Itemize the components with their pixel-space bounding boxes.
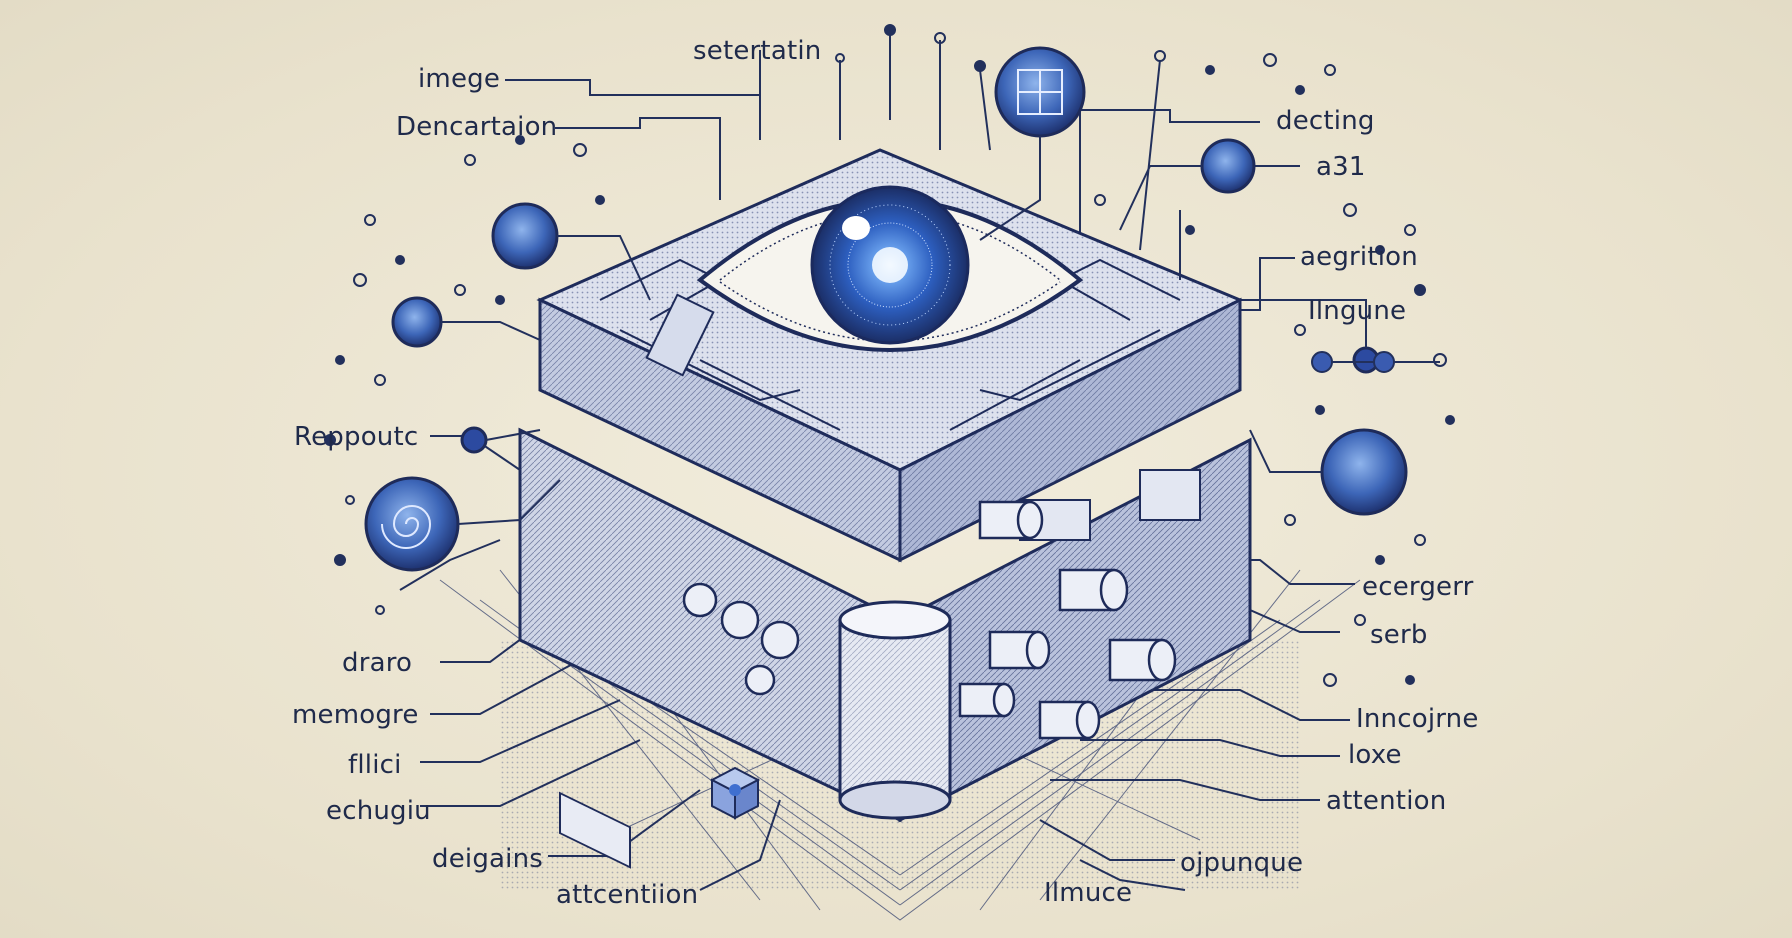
- node-icon: [1320, 428, 1408, 516]
- label-inncojrne: Inncojrne: [1356, 704, 1479, 734]
- node-chain: [1311, 351, 1440, 373]
- label-aegrition: aegrition: [1300, 242, 1418, 272]
- label-ilngune: Ilngune: [1308, 296, 1407, 326]
- node-icon: [460, 426, 488, 454]
- label-memogre: memogre: [292, 700, 419, 730]
- label-ilmuce: Ilmuce: [1044, 878, 1133, 908]
- label-reppoutc: Reppoutc: [294, 422, 419, 452]
- label-serb: serb: [1370, 620, 1428, 650]
- chip-cube-icon: [709, 766, 761, 820]
- label-a31: a31: [1316, 152, 1366, 182]
- storage-cylinder: [838, 600, 952, 820]
- label-imege: imege: [418, 64, 501, 94]
- label-echugiu: echugiu: [326, 796, 431, 826]
- label-ojpunque: ojpunque: [1180, 848, 1304, 878]
- label-deigains: deigains: [432, 844, 544, 874]
- grid-globe-icon: [994, 46, 1086, 138]
- label-loxe: loxe: [1348, 740, 1402, 770]
- spiral-node-icon: [364, 476, 460, 572]
- label-dencartaion: Dencartaion: [396, 112, 558, 142]
- node-icon: [491, 202, 559, 270]
- label-attention: attention: [1326, 786, 1447, 816]
- label-ecergerr: ecergerr: [1362, 572, 1474, 602]
- label-decting: decting: [1276, 106, 1375, 136]
- node-connectors: [441, 30, 1367, 525]
- label-draro: draro: [342, 648, 413, 678]
- label-attcentiion: attcentiion: [556, 880, 699, 910]
- label-fllici: fllici: [348, 750, 402, 780]
- network-nodes: [364, 46, 1408, 572]
- label-setertatin: setertatin: [693, 36, 822, 66]
- node-icon: [391, 296, 443, 348]
- particle-dots: [324, 24, 1455, 687]
- node-icon: [1200, 138, 1256, 194]
